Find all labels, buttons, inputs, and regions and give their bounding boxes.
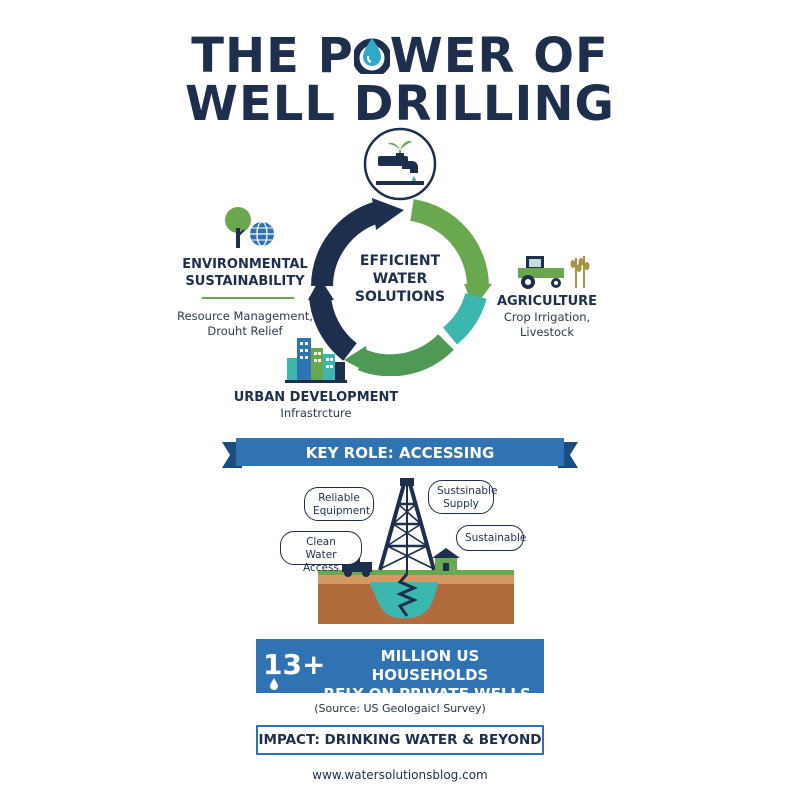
water-drop-icon bbox=[352, 32, 392, 78]
title-line-1: THE P WER OF bbox=[0, 30, 800, 82]
tree-globe-icon bbox=[225, 207, 274, 248]
stat-text-line-1: MILLION US HOUSEHOLDS bbox=[371, 647, 489, 684]
bubble-reliable-line-1: Reliable bbox=[318, 492, 360, 504]
agriculture-desc-line-1: Crop Irrigation, bbox=[503, 310, 591, 324]
stat-text-line-2: RELY ON PRIVATE WELLS. bbox=[323, 685, 537, 703]
cycle-diagram bbox=[308, 198, 492, 376]
bubble-clean-line-2: Water Access bbox=[303, 549, 339, 574]
environmental-title-line-2: SUSTAINABILITY bbox=[185, 274, 305, 289]
environmental-desc-line-1: Resource Management, bbox=[177, 309, 313, 323]
title-part-2: WER OF bbox=[389, 28, 609, 84]
title-part-1: THE P bbox=[191, 28, 354, 84]
city-buildings-icon bbox=[285, 338, 347, 383]
bubble-sustainable-supply: Sustsinable Supply bbox=[428, 480, 498, 514]
environmental-desc-line-2: Drouht Relief bbox=[207, 324, 283, 338]
stat-box bbox=[256, 639, 544, 693]
key-role-ribbon bbox=[222, 438, 578, 468]
urban-title: URBAN DEVELOPMENT bbox=[233, 390, 399, 405]
bubble-reliable-equipment: Reliable Equipment bbox=[304, 487, 374, 521]
impact-box: IMPACT: DRINKING WATER & BEYOND bbox=[256, 725, 544, 755]
source-note: (Source: US Geologaicl Survey) bbox=[314, 702, 486, 715]
bubble-reliable-line-2: Equipment bbox=[313, 505, 370, 517]
bubble-clean-line-1: Clean bbox=[306, 536, 336, 548]
center-line-2: WATER bbox=[372, 271, 428, 287]
footer-url: www.watersolutionsblog.com bbox=[312, 768, 488, 782]
center-label: EFFICIENT WATER SOLUTIONS bbox=[340, 252, 460, 306]
bubble-supply-line-2: Supply bbox=[443, 498, 479, 510]
environmental-divider bbox=[202, 297, 294, 299]
center-line-1: EFFICIENT bbox=[359, 253, 441, 269]
urban-desc: Infrastrcture bbox=[280, 406, 352, 420]
stat-drop-icon bbox=[270, 678, 278, 690]
stat-text: MILLION US HOUSEHOLDS RELY ON PRIVATE WE… bbox=[322, 647, 538, 704]
environmental-title-line-1: ENVIRONMENTAL bbox=[182, 257, 308, 272]
faucet-icon bbox=[363, 127, 437, 201]
bubble-supply-line-1: Sustsinable bbox=[437, 485, 498, 497]
agriculture-desc-line-2: Livestock bbox=[519, 325, 574, 339]
environmental-desc: Resource Management, Drouht Relief bbox=[176, 309, 314, 339]
stat-number: 13+ bbox=[263, 648, 326, 681]
title-line-2: WELL DRILLING bbox=[185, 76, 615, 132]
center-line-3: SOLUTIONS bbox=[354, 289, 446, 305]
agriculture-desc: Crop Irrigation, Livestock bbox=[492, 310, 602, 340]
environmental-title: ENVIRONMENTAL SUSTAINABILITY bbox=[180, 256, 310, 290]
bubble-clean-water-access: Clean Water Access bbox=[280, 531, 362, 574]
key-role-text: KEY ROLE: ACCESSING GROUNDWATER bbox=[305, 444, 495, 488]
tractor-wheat-icon bbox=[518, 256, 590, 289]
agriculture-title: AGRICULTURE bbox=[496, 294, 598, 309]
well-drilling-scene bbox=[318, 478, 514, 624]
bubble-sustainable: Sustainable bbox=[456, 525, 526, 551]
